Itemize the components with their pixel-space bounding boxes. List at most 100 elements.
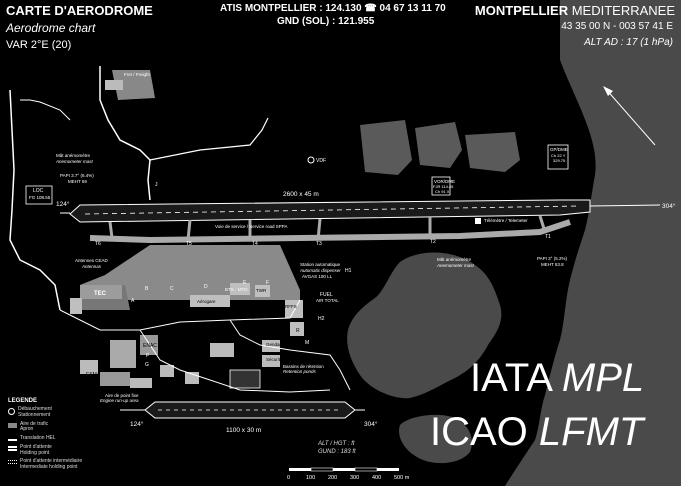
scale-tick-label: 400	[372, 475, 381, 481]
atis-info: ATIS MONTPELLIER : 124.130 ☎ 04 67 13 11…	[220, 3, 446, 14]
terminal-building	[190, 295, 230, 307]
scale-segment	[333, 468, 355, 471]
label-main-qfu-east: 304°	[662, 202, 676, 210]
scale-segment	[377, 468, 399, 471]
freight-building	[105, 80, 123, 90]
label-j: J	[155, 182, 158, 188]
north-arrow-icon	[603, 86, 613, 96]
runway-centreline	[84, 205, 581, 215]
scale-tick-label: 500 m	[394, 475, 410, 481]
icao-code: LFMT	[538, 410, 644, 454]
label-papi-east-meht: MEHT 53.8	[541, 262, 564, 267]
label-voie-service: Voie de service / Service road SPPA	[215, 224, 287, 229]
twr-building	[255, 285, 270, 297]
legend-swatch-icon	[8, 445, 17, 451]
airport-name-rest: MEDITERRANEE	[568, 3, 675, 18]
internal-road-2	[139, 329, 331, 393]
label-papi-west: PAPI 3.7° (6.4%)	[60, 173, 94, 178]
gendarmerie-building	[262, 340, 280, 352]
label-fuel: FUEL	[320, 292, 333, 298]
label-mat-anemo-2-en: Anemometer mast	[436, 263, 475, 268]
label-securite: Sécurité	[266, 357, 283, 362]
label-twr: TWR	[256, 288, 267, 293]
vdf-icon	[307, 156, 315, 164]
aerodrome-altitude: ALT AD : 17 (1 hPa)	[584, 37, 673, 48]
label-vor-ch: Ch 91 X	[435, 189, 450, 194]
label-h1: H1	[345, 268, 352, 274]
access-road-north	[149, 117, 269, 161]
label-papi-west-meht: MEHT 69	[68, 179, 87, 184]
label-station: Station automatique	[300, 262, 341, 267]
label-papi-east: PAPI 3° (5.2%)	[537, 256, 567, 261]
west-building	[70, 298, 82, 314]
label-gp-ch1: Ch 22 Y	[551, 153, 566, 158]
legend-label-en: Apron	[20, 426, 34, 433]
internal-road-3	[229, 319, 351, 391]
engine-runup	[130, 378, 152, 388]
label-second-qfu-west: 124°	[130, 420, 144, 428]
scale-tick-label: 0	[287, 475, 290, 481]
label-second-runway-length: 1100 x 30 m	[226, 427, 261, 434]
label-t1: T1	[545, 234, 551, 240]
gund-value: GUND : 183 ft	[318, 448, 356, 455]
label-a: A	[131, 298, 135, 304]
rffs-building	[285, 300, 303, 318]
label-t5: T5	[186, 241, 192, 247]
label-mat-anemo-2: Mât anémomètre	[437, 257, 472, 262]
scale-tick-label: 300	[350, 475, 359, 481]
legend-label-en: Stationnement	[18, 411, 51, 418]
label-second-qfu-east: 304°	[364, 420, 378, 428]
label-esma: ESMA	[86, 372, 101, 378]
label-enac: ENAC	[143, 343, 157, 349]
esma-block-3	[100, 372, 130, 386]
scale-segment	[310, 467, 334, 472]
label-antennes: Antennes CEAD	[75, 258, 109, 263]
label-e: E	[243, 280, 247, 286]
label-loc-freq: FG 108.55	[29, 195, 51, 200]
taxiway-link-t5	[186, 219, 192, 241]
label-t4: T4	[252, 241, 258, 247]
label-r: R	[296, 328, 300, 334]
label-loc: LOC	[33, 188, 44, 194]
north-arrow-line	[604, 87, 656, 146]
perimeter-road	[99, 66, 151, 201]
taxiway-link-t6	[108, 221, 114, 239]
legend-swatch-icon	[8, 422, 17, 428]
label-telemetre: Télémètre / Telemeter	[484, 218, 528, 223]
label-aire-point-fixe: Aire de point fixe	[105, 393, 139, 398]
tec-building	[80, 285, 122, 299]
legend-label: Aire de trafic	[20, 420, 49, 427]
iata-code-block: IATA MPL	[470, 358, 644, 398]
label-antennes-en: Antennas	[81, 264, 102, 269]
legend-swatch-icon	[8, 408, 15, 415]
legend-item: Translation HEL	[8, 435, 88, 442]
label-mat-anemo-1-en: Anemometer mast	[55, 159, 94, 164]
icao-label: ICAO	[430, 410, 528, 454]
main-taxiway	[89, 219, 571, 244]
label-gp-ch2: 329.75	[553, 158, 566, 163]
label-fret: Fret / Freight	[124, 72, 151, 77]
field-1	[360, 120, 412, 175]
field-3	[465, 132, 520, 172]
label-vdf: VDF	[316, 158, 326, 164]
legend-swatch-icon	[8, 439, 17, 441]
iata-label: IATA	[470, 356, 551, 400]
legend-title: LEGENDE	[8, 398, 38, 404]
airport-name: MONTPELLIER MEDITERRANEE	[475, 3, 675, 18]
securite-building	[262, 355, 280, 367]
vor-dme-icon	[431, 176, 451, 196]
west-road	[9, 89, 61, 311]
label-rffs: RFFS	[285, 304, 297, 309]
legend-label: Débauchement	[18, 406, 52, 412]
freight-area	[112, 70, 155, 100]
chart-title-en: Aerodrome chart	[6, 21, 96, 35]
taxiway-link-t3	[316, 218, 322, 241]
label-mat-anemo-1: Mât anémomètre	[56, 153, 91, 158]
telemeter-icon	[475, 218, 481, 224]
icao-code-block: ICAO LFMT	[430, 412, 643, 452]
